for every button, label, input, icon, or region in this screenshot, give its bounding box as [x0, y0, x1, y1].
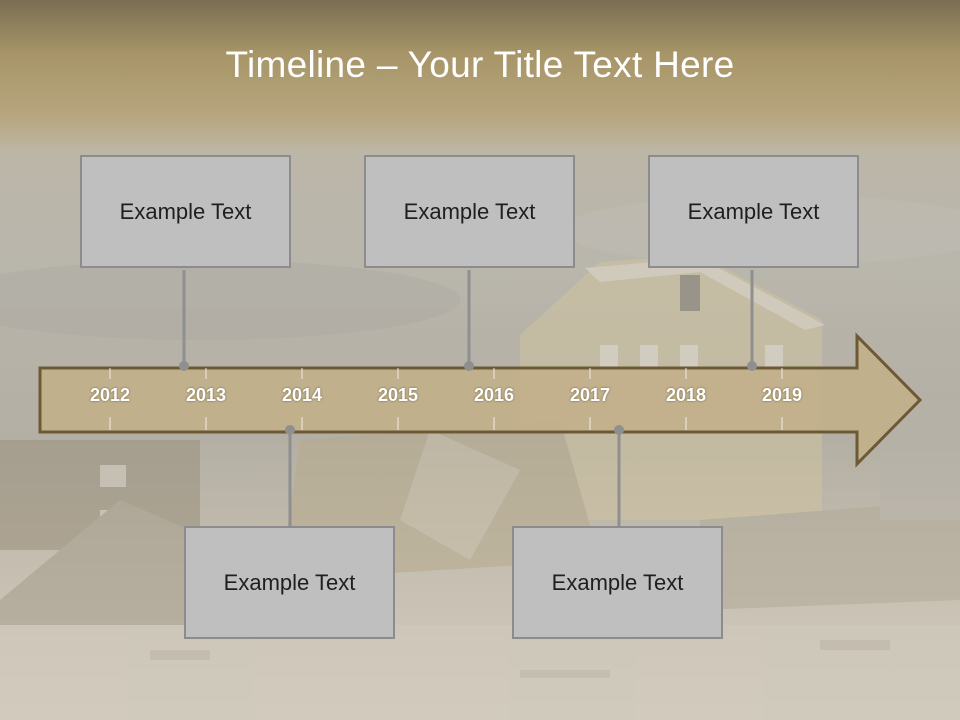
slide-title: Timeline – Your Title Text Here — [225, 44, 735, 85]
year-label-2015: 2015 — [377, 385, 419, 405]
event-text: Example Text — [119, 198, 252, 224]
timeline-arrow — [38, 332, 923, 468]
event-box-top-2[interactable]: Example Text — [364, 155, 575, 268]
year-label-2016: 2016 — [473, 385, 515, 405]
year-ticks — [109, 368, 783, 430]
event-text: Example Text — [223, 569, 356, 595]
year-label-2012: 2012 — [89, 385, 131, 405]
event-box-bottom-2[interactable]: Example Text — [512, 526, 723, 639]
year-label-2019: 2019 — [761, 385, 803, 405]
year-label-2013: 2013 — [185, 385, 227, 405]
event-box-top-1[interactable]: Example Text — [80, 155, 291, 268]
connector-dot — [464, 361, 474, 371]
connector-dot — [747, 361, 757, 371]
year-label-2014: 2014 — [281, 385, 323, 405]
connector-dot — [614, 425, 624, 435]
year-label-2017: 2017 — [569, 385, 611, 405]
event-text: Example Text — [403, 198, 536, 224]
connector-dots — [179, 361, 757, 435]
year-label-2018: 2018 — [665, 385, 707, 405]
connector-dot — [179, 361, 189, 371]
connectors — [182, 270, 754, 526]
event-box-top-3[interactable]: Example Text — [648, 155, 859, 268]
event-text: Example Text — [551, 569, 684, 595]
connector-dot — [285, 425, 295, 435]
event-box-bottom-1[interactable]: Example Text — [184, 526, 395, 639]
event-text: Example Text — [687, 198, 820, 224]
